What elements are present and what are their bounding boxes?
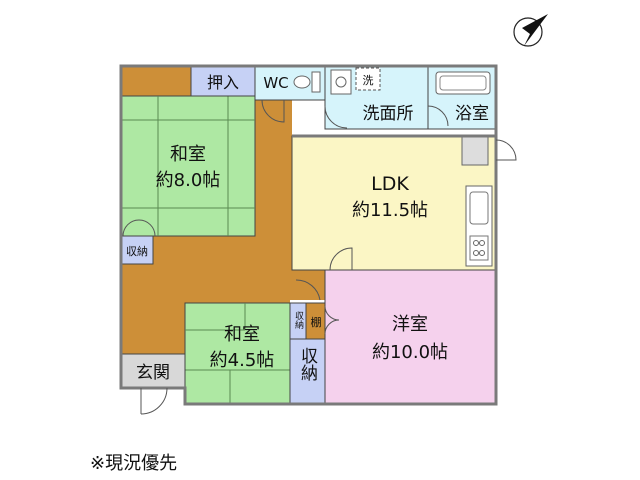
bathtub-icon bbox=[435, 71, 491, 95]
note-current-status: ※現況優先 bbox=[90, 453, 178, 474]
shuno-left-label: 収納 bbox=[126, 245, 148, 258]
washer-icon bbox=[355, 67, 381, 91]
fridge-icon bbox=[461, 136, 489, 166]
washitsu-45-name: 和室 bbox=[224, 324, 260, 345]
sink-icon bbox=[330, 69, 352, 95]
yoshitsu-name: 洋室 bbox=[392, 314, 428, 335]
shuno-small-label: 収納 bbox=[293, 310, 304, 330]
washitsu-8-room bbox=[120, 95, 256, 237]
senmenjo-label: 洗面所 bbox=[363, 104, 414, 124]
stove-icon bbox=[469, 235, 489, 261]
north-arrow-icon bbox=[513, 14, 548, 47]
genkan-label: 玄関 bbox=[136, 363, 170, 383]
washitsu-8-size: 約8.0帖 bbox=[156, 170, 221, 191]
yokushitsu-label: 浴室 bbox=[455, 104, 489, 124]
yoshitsu-size: 約10.0帖 bbox=[372, 342, 448, 363]
door-yokushitsu bbox=[495, 139, 517, 161]
yoshitsu-room bbox=[324, 269, 497, 405]
wc-label: WC bbox=[263, 74, 288, 92]
wood-floor-top bbox=[121, 66, 191, 96]
tatami-inner bbox=[157, 119, 229, 209]
ldk-name: LDK bbox=[371, 173, 409, 195]
kitchen-sink-icon bbox=[469, 191, 489, 225]
door-senmenjo bbox=[324, 105, 348, 129]
shuno-mid-label-1: 収納 bbox=[297, 347, 318, 382]
door-ldk bbox=[329, 247, 353, 271]
oshiire-label: 押入 bbox=[207, 73, 239, 92]
toilet-bowl-icon bbox=[293, 75, 311, 89]
washitsu-45-size: 約4.5帖 bbox=[210, 350, 275, 371]
door-senmenjo-2 bbox=[427, 105, 449, 127]
wood-floor-corridor bbox=[121, 100, 325, 354]
door-washitsu8-closet bbox=[122, 219, 156, 237]
door-entrance bbox=[140, 387, 168, 415]
door-washitsu45 bbox=[295, 279, 321, 301]
shuno-mid-closet bbox=[289, 338, 326, 405]
washitsu-8-name: 和室 bbox=[170, 144, 206, 165]
door-wc bbox=[261, 99, 285, 123]
washer-label: 洗 bbox=[363, 74, 374, 87]
tana-label: 棚 bbox=[311, 315, 322, 329]
shuno-left-closet bbox=[120, 235, 154, 265]
ldk-size: 約11.5帖 bbox=[352, 200, 428, 221]
door-tana bbox=[324, 305, 340, 335]
outer-wall bbox=[119, 64, 498, 406]
toilet-tank-icon bbox=[311, 71, 321, 93]
